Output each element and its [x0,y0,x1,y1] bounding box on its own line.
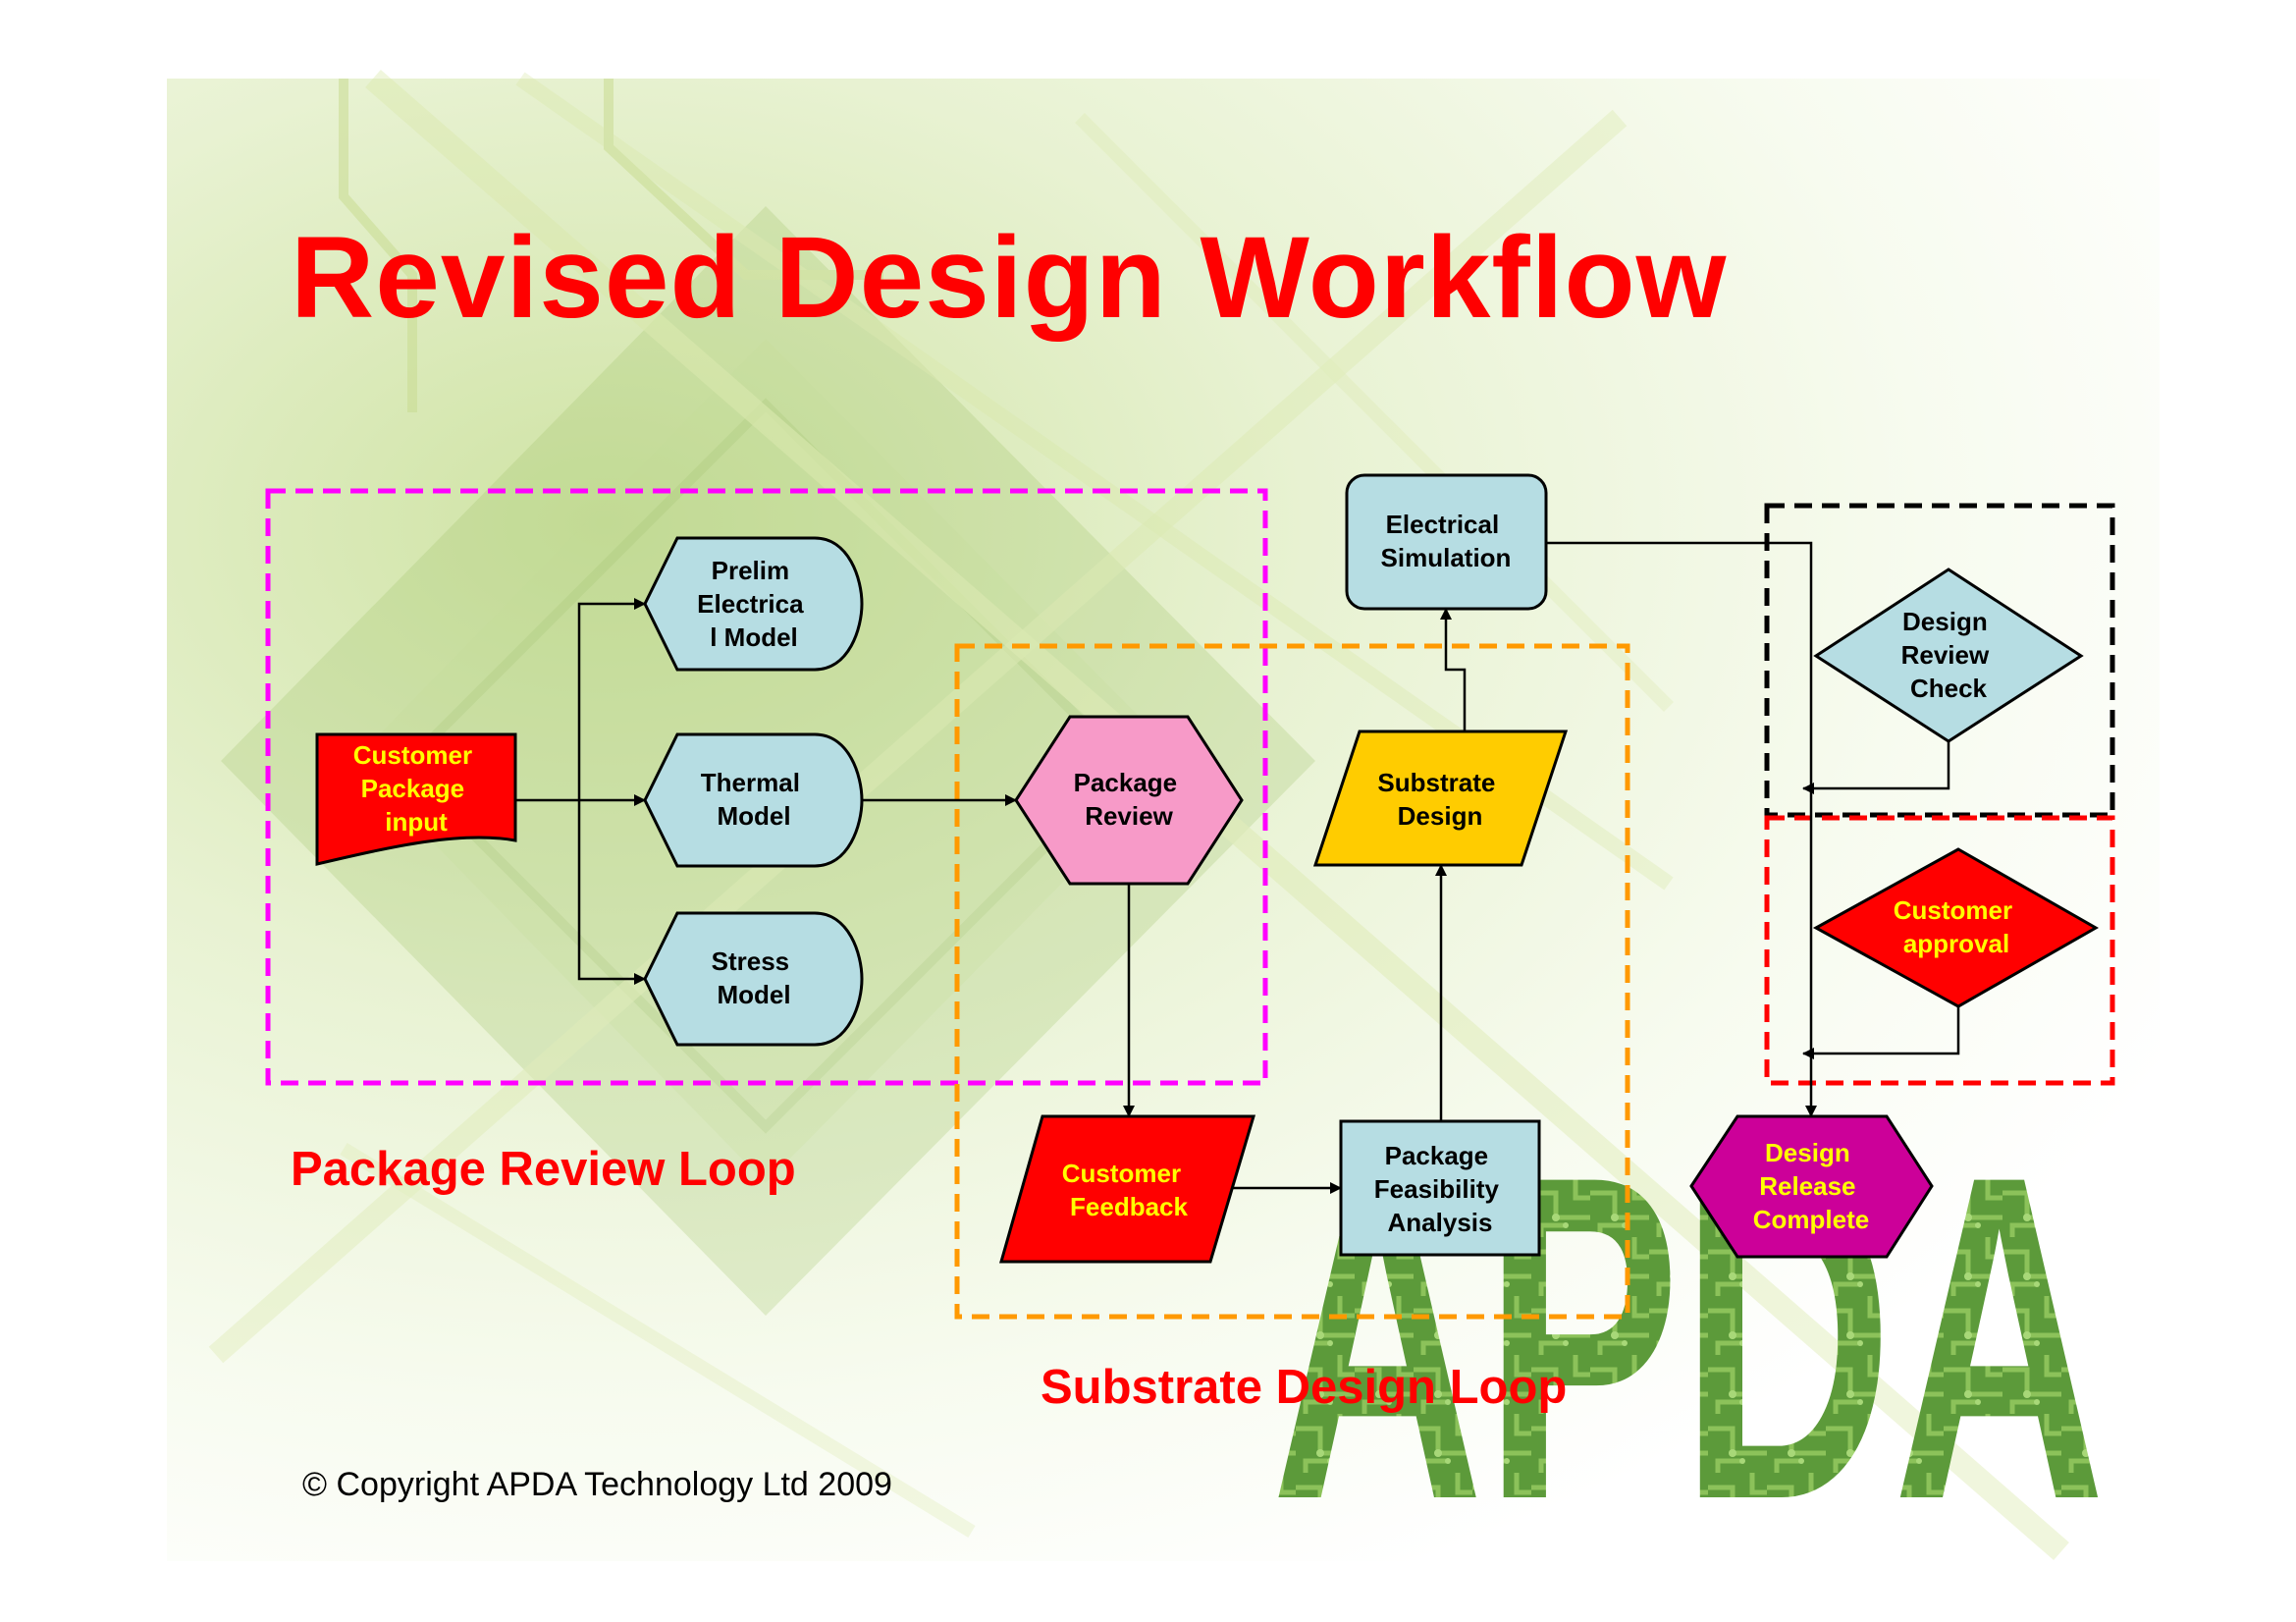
svg-text:Substrate Design: Substrate Design [1377,768,1502,831]
svg-text:Customer Feedback: Customer Feedback [1062,1159,1189,1221]
node-electrical-simulation: Electrical Simulation [1345,473,1548,611]
svg-text:Stress Model: Stress Model [712,946,797,1009]
svg-text:Prelim Electrica: Prelim Electrica l Model [697,556,811,652]
connector-review-check-return [1802,741,1950,794]
svg-text:Package Feasibility: Package Feasibility Analysis [1374,1141,1506,1237]
design-review-box [1764,503,2115,818]
svg-text:Electrical Simulation: Electrical Simulation [1381,510,1512,572]
customer-approval-box [1764,815,2115,1086]
svg-text:Package Review: Package Review [1074,768,1185,831]
connectors [515,541,1960,1194]
connector-input-prelim [577,598,646,800]
node-customer-feedback: Customer Feedback [999,1114,1256,1264]
node-stress-model: Stress Model [643,911,864,1047]
package-review-loop-box [265,488,1268,1086]
svg-text:Thermal Model: Thermal Model [701,768,807,831]
node-customer-package-input: Customer Package input [315,732,517,866]
node-design-review-check: Design Review Check [1813,568,2084,743]
svg-text:Customer approval: Customer approval [1894,895,2020,958]
node-thermal-model: Thermal Model [643,732,864,868]
svg-text:Design Release: Design Release Complete [1753,1138,1869,1234]
node-substrate-design: Substrate Design [1312,730,1569,867]
node-customer-approval: Customer approval [1812,847,2100,1008]
substrate-design-loop-box [954,643,1630,1320]
package-review-loop-label: Package Review Loop [291,1143,796,1196]
connector-simulation-release [1546,541,1817,1117]
node-package-feasibility-analysis: Package Feasibility Analysis [1339,1119,1541,1257]
svg-text:Design Review: Design Review Check [1901,607,1997,703]
substrate-design-loop-label: Substrate Design Loop [1041,1361,1568,1414]
connector-input-stress [577,800,646,985]
page-title: Revised Design Workflow [291,213,1728,343]
node-package-review: Package Review [1014,715,1244,886]
node-prelim-electrical-model: Prelim Electrica l Model [643,536,864,672]
node-design-release-complete: Design Release Complete [1689,1114,1934,1259]
copyright-notice: © Copyright APDA Technology Ltd 2009 [302,1466,892,1503]
connector-approval-return [1802,1006,1960,1059]
svg-text:Customer Package: Customer Package input [353,740,480,837]
connector-substrate-simulation [1440,608,1467,731]
